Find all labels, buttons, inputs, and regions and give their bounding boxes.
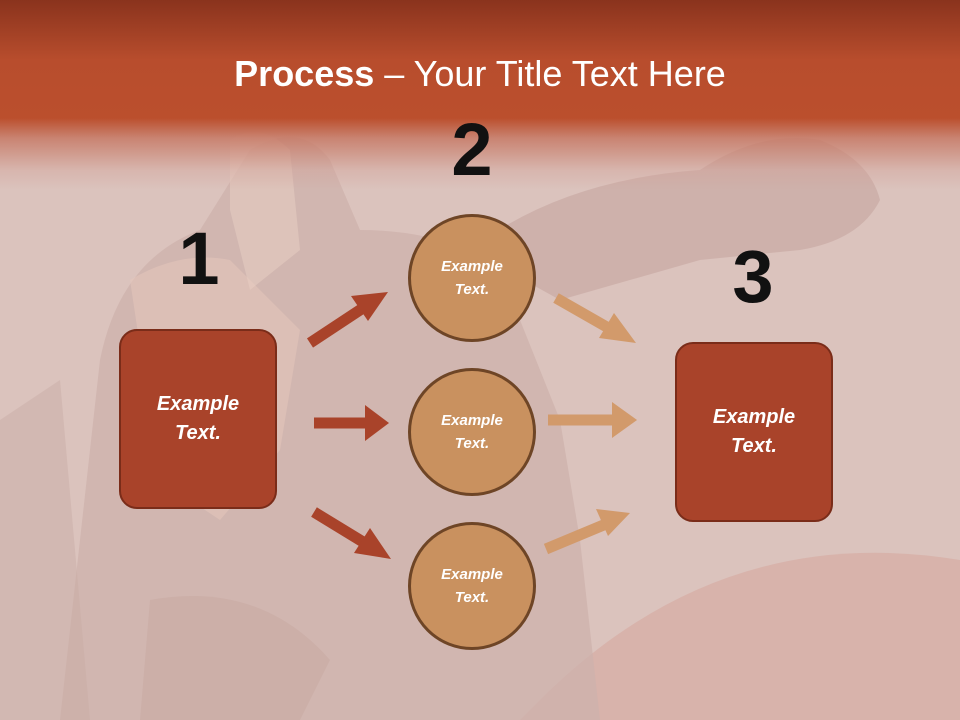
step-1-label: Example Text. (156, 393, 240, 444)
step-number-2: 2 (451, 108, 493, 191)
slide-title: Process – Your Title Text Here (0, 52, 960, 96)
step-2-label-bottom: Example Text. (441, 566, 503, 606)
arrow-2-bottom-to-3 (543, 509, 630, 555)
step-3-box: Example Text. (675, 342, 833, 522)
step-2-circle-middle: Example Text. (408, 368, 536, 496)
step-2-label-top: Example Text. (441, 258, 503, 298)
arrow-1-to-2-top (306, 292, 388, 348)
step-1-box: Example Text. (119, 329, 277, 509)
step-2-circle-top: Example Text. (408, 214, 536, 342)
step-number-3: 3 (732, 235, 774, 318)
header-band (0, 0, 960, 190)
slide-title-rest: – Your Title Text Here (374, 53, 726, 94)
step-2-circle-bottom: Example Text. (408, 522, 536, 650)
arrow-2-top-to-3 (553, 293, 636, 343)
step-2-label-middle: Example Text. (441, 412, 503, 452)
step-3-label: Example Text. (712, 406, 796, 457)
arrow-2-middle-to-3 (548, 402, 637, 438)
arrow-1-to-2-middle (314, 405, 389, 441)
arrow-1-to-2-bottom (311, 507, 391, 559)
slide-title-bold: Process (234, 53, 375, 94)
step-number-1: 1 (178, 217, 220, 300)
